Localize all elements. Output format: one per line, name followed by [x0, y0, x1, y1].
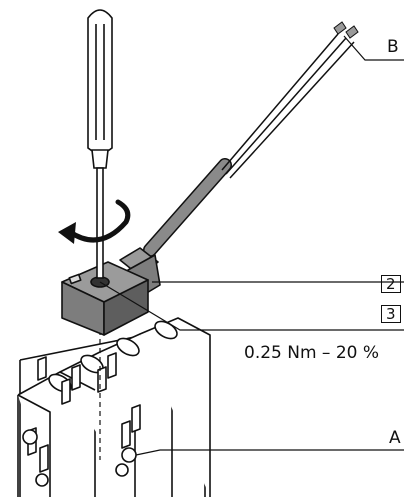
cable-icon	[143, 21, 359, 257]
callout-a: A	[389, 428, 401, 448]
callout-2: 2	[381, 275, 401, 293]
leader-lines	[99, 35, 404, 456]
valve-block-icon	[17, 317, 211, 497]
callout-b: B	[387, 37, 399, 57]
screwdriver-icon	[87, 9, 113, 279]
connector-icon	[61, 247, 161, 336]
torque-label: 0.25 Nm – 20 %	[244, 343, 380, 363]
callout-3: 3	[381, 305, 401, 323]
rotation-arrow-icon	[58, 199, 131, 244]
